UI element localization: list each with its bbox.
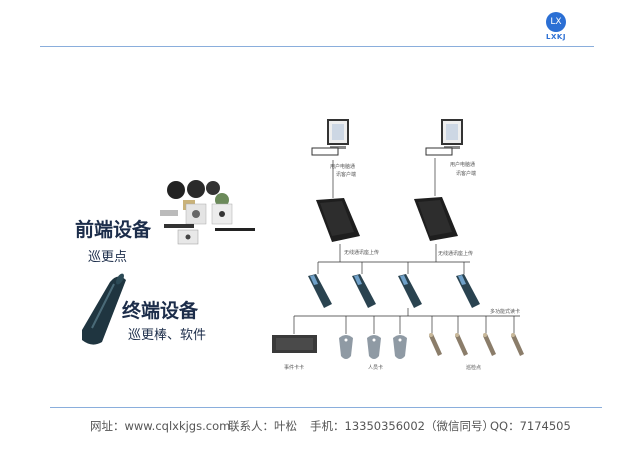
pc-1-image xyxy=(311,119,349,156)
personnel-tag-3-image xyxy=(393,335,407,359)
qq-text: QQ：7174505 xyxy=(490,419,571,433)
personnel-tag-1-image xyxy=(339,335,353,359)
base-station-2-image xyxy=(414,197,458,241)
patrol-point-4-image xyxy=(511,333,524,356)
event-card-reader-image xyxy=(272,335,317,353)
patrol-wand-4-image xyxy=(456,274,480,308)
pc-1-label-line-2: 讯客户端 xyxy=(336,171,356,178)
patrol-wand-2-image xyxy=(352,274,376,308)
patrol-point-3-image xyxy=(483,333,496,356)
website-text: 网址：www.cqlxkjgs.com xyxy=(90,419,231,433)
pc-2-label-line-1: 用户电脑通 xyxy=(450,161,475,168)
card-reader-label: 多功能式读卡 xyxy=(490,308,520,315)
pc-1-label-line-1: 用户电脑通 xyxy=(330,163,355,170)
logo-mark: LX xyxy=(546,12,566,32)
event-card-label: 事件卡卡 xyxy=(284,364,304,371)
contact-person-text: 联系人：叶松 xyxy=(228,419,297,433)
patrol-point-2-image xyxy=(455,333,468,356)
front-end-title: 前端设备 xyxy=(75,219,152,241)
company-logo: LX LXKJ xyxy=(541,12,571,41)
patrol-wand-3-image xyxy=(398,274,422,308)
terminal-subtitle: 巡更棒、软件 xyxy=(128,328,207,343)
personnel-tag-2-image xyxy=(367,335,381,359)
personnel-tags-label: 人员卡 xyxy=(368,364,383,371)
logo-text: LXKJ xyxy=(546,33,566,41)
patrol-points-label: 巡检点 xyxy=(466,364,481,371)
base-station-2-label: 无线通讯座上传 xyxy=(438,250,473,257)
terminal-title: 终端设备 xyxy=(122,300,199,322)
base-station-1-image xyxy=(316,198,360,242)
base-station-1-label: 无线通讯座上传 xyxy=(344,249,379,256)
pc-2-label-line-2: 讯客户端 xyxy=(456,170,476,177)
phone-text: 手机：13350356002（微信同号） xyxy=(310,419,494,433)
footer-divider xyxy=(50,407,602,408)
patrol-wand-1-image xyxy=(308,274,332,308)
front-end-subtitle: 巡更点 xyxy=(88,250,128,265)
front-end-devices-image xyxy=(160,180,255,245)
patrol-wand-image xyxy=(82,273,126,345)
pc-2-image xyxy=(425,119,463,156)
header-divider xyxy=(40,46,594,47)
patrol-point-1-image xyxy=(429,333,442,356)
